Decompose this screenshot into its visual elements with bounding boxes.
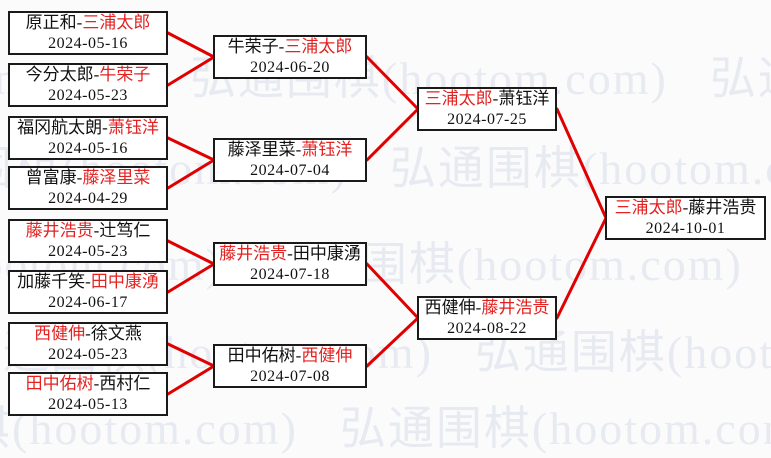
match-box-r1-8: 田中佑树-西村仁 2024-05-13 <box>8 372 168 416</box>
watermark-text: 弘通围棋(hootom.com) <box>709 53 771 104</box>
match-date: 2024-07-25 <box>447 111 527 128</box>
winner-name: 三浦太郎 <box>284 37 353 56</box>
match-date: 2024-07-18 <box>250 266 330 283</box>
match-players: 三浦太郎-萧钰洋 <box>424 89 550 108</box>
winner-name: 萧钰洋 <box>301 140 353 159</box>
connector-line <box>166 262 216 294</box>
match-box-final: 三浦太郎-藤井浩贵 2024-10-01 <box>605 196 766 240</box>
connector-line <box>166 239 216 266</box>
connector-line <box>166 158 216 190</box>
winner-name: 田中康湧 <box>90 272 159 291</box>
match-players: 今分太郎-牛荣子 <box>25 65 151 84</box>
match-box-r2-1: 牛荣子-三浦太郎 2024-06-20 <box>213 35 367 79</box>
connector-line <box>555 107 608 220</box>
match-date: 2024-05-23 <box>48 346 128 363</box>
match-box-sf-1: 三浦太郎-萧钰洋 2024-07-25 <box>417 87 557 131</box>
connector-line <box>365 262 420 320</box>
match-box-r1-3: 福冈航太朗-萧钰洋 2024-05-16 <box>8 116 168 160</box>
winner-name: 藤泽里菜 <box>82 168 151 187</box>
match-box-r2-3: 藤井浩贵-田中康湧 2024-07-18 <box>213 242 367 286</box>
connector-line <box>555 216 608 320</box>
match-box-r1-5: 藤井浩贵-辻笃仁 2024-05-23 <box>8 219 168 263</box>
connector-line <box>365 107 420 162</box>
winner-name: 牛荣子 <box>99 65 151 84</box>
match-box-r2-2: 藤泽里菜-萧钰洋 2024-07-04 <box>213 138 367 182</box>
winner-name: 西健伸 <box>34 324 86 343</box>
connector-line <box>365 316 420 368</box>
match-players: 曾富康-藤泽里菜 <box>25 168 151 187</box>
match-players: 西健伸-藤井浩贵 <box>424 298 550 317</box>
watermark-text: 弘通围棋(hootom.com) <box>389 143 771 194</box>
match-box-r1-2: 今分太郎-牛荣子 2024-05-23 <box>8 63 168 107</box>
match-date: 2024-08-22 <box>447 320 527 337</box>
connector-line <box>166 31 216 59</box>
match-players: 藤井浩贵-田中康湧 <box>219 244 361 263</box>
connector-line <box>166 136 216 162</box>
match-box-r2-4: 田中佑树-西健伸 2024-07-08 <box>213 344 367 388</box>
match-players: 福冈航太朗-萧钰洋 <box>17 118 159 137</box>
winner-name: 田中佑树 <box>25 374 94 393</box>
match-date: 2024-04-29 <box>48 190 128 207</box>
tournament-bracket: 弘通围棋(hootom.com)弘通围棋(hootom.com)弘通围棋(hoo… <box>0 11 771 454</box>
match-date: 2024-05-16 <box>48 35 128 52</box>
bracket-connectors <box>166 31 608 396</box>
winner-name: 三浦太郎 <box>614 198 683 217</box>
match-box-r1-6: 加藤千笑-田中康湧 2024-06-17 <box>8 270 168 314</box>
connector-line <box>365 55 420 111</box>
match-date: 2024-07-04 <box>250 162 330 179</box>
match-players: 田中佑树-西健伸 <box>227 346 353 365</box>
match-date: 2024-10-01 <box>645 220 726 237</box>
match-box-sf-2: 西健伸-藤井浩贵 2024-08-22 <box>417 296 557 340</box>
match-date: 2024-05-13 <box>48 396 128 413</box>
match-players: 三浦太郎-藤井浩贵 <box>614 198 757 217</box>
winner-name: 萧钰洋 <box>107 118 159 137</box>
match-date: 2024-06-20 <box>250 59 330 76</box>
match-date: 2024-05-23 <box>48 243 128 260</box>
winner-name: 藤井浩贵 <box>219 244 288 263</box>
match-players: 藤井浩贵-辻笃仁 <box>25 221 151 240</box>
winner-name: 三浦太郎 <box>82 13 151 32</box>
match-players: 藤泽里菜-萧钰洋 <box>227 140 353 159</box>
match-box-r1-4: 曾富康-藤泽里菜 2024-04-29 <box>8 166 168 210</box>
match-date: 2024-07-08 <box>250 368 330 385</box>
match-players: 加藤千笑-田中康湧 <box>17 272 159 291</box>
connector-line <box>166 342 216 368</box>
match-date: 2024-06-17 <box>48 294 128 311</box>
winner-name: 西健伸 <box>301 346 353 365</box>
connector-line <box>166 55 216 87</box>
match-players: 西健伸-徐文燕 <box>34 324 142 343</box>
match-date: 2024-05-16 <box>48 140 128 157</box>
match-players: 原正和-三浦太郎 <box>25 13 151 32</box>
winner-name: 藤井浩贵 <box>25 221 94 240</box>
match-box-r1-7: 西健伸-徐文燕 2024-05-23 <box>8 322 168 366</box>
match-date: 2024-05-23 <box>48 87 128 104</box>
connector-line <box>166 364 216 396</box>
winner-name: 藤井浩贵 <box>481 298 550 317</box>
winner-name: 三浦太郎 <box>424 89 493 108</box>
match-players: 田中佑树-西村仁 <box>25 374 151 393</box>
match-players: 牛荣子-三浦太郎 <box>227 37 353 56</box>
match-box-r1-1: 原正和-三浦太郎 2024-05-16 <box>8 11 168 55</box>
